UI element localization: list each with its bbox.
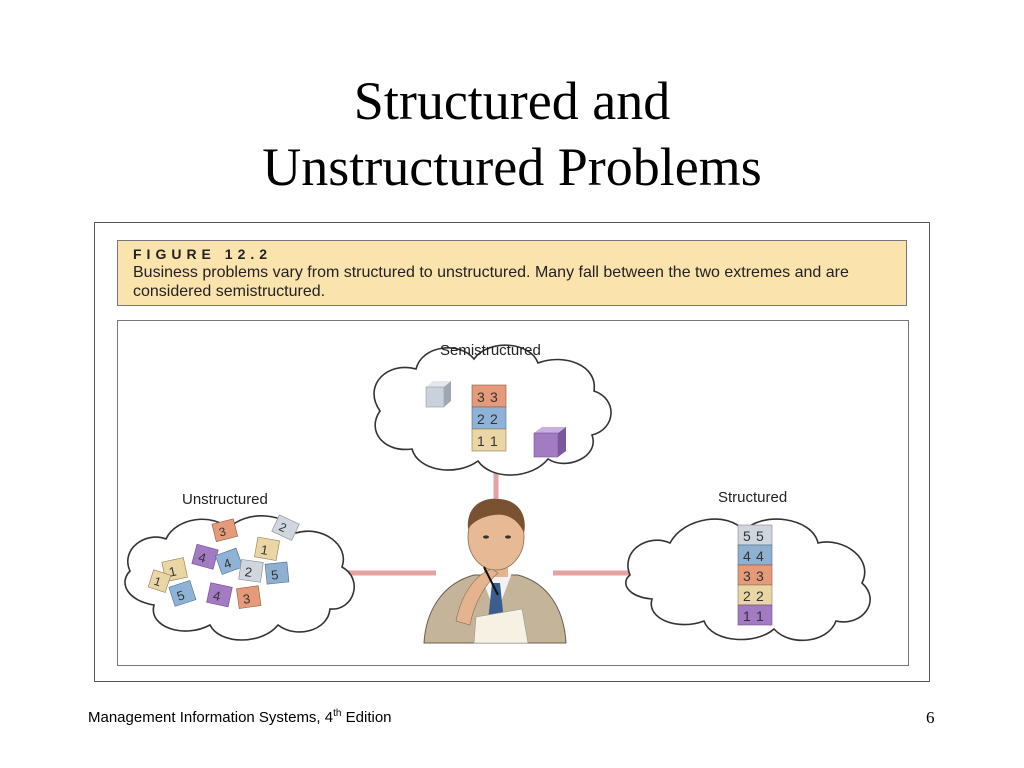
struct-block-3-label: 3 (743, 568, 751, 584)
semi-block-1 (471, 428, 507, 452)
figure-caption: Business problems vary from structured t… (133, 264, 849, 300)
struct-block-5-label: 5 (743, 528, 751, 544)
semi-block-2-label: 2 (477, 411, 485, 427)
figure-caption-box: FIGURE 12.2 Business problems vary from … (117, 240, 907, 306)
struct-block-2-label-b: 2 (756, 588, 764, 604)
title-line-2: Unstructured Problems (262, 137, 762, 197)
unstr-block-a: 1 (168, 564, 178, 580)
semistructured-block-stack: 3 3 2 2 1 1 (471, 384, 507, 452)
semi-block-3-label-b: 3 (490, 389, 498, 405)
semi-block-1-label-b: 1 (490, 433, 498, 449)
struct-block-1-label: 1 (743, 608, 751, 624)
problem-types-diagram: Semistructured Unstructured Structured 3… (124, 342, 871, 644)
footer-book-prefix: Management Information Systems, 4 (88, 709, 334, 726)
footer-book-sup: th (333, 708, 342, 719)
unstr-block-i: 5 (175, 587, 187, 604)
structured-label: Structured (718, 489, 787, 506)
semistructured-label: Semistructured (440, 342, 541, 359)
unstr-block-f: 1 (260, 542, 270, 558)
semistructured-purple-cube (533, 427, 566, 458)
unstructured-label: Unstructured (182, 491, 268, 508)
unstr-block-k: 3 (242, 591, 251, 607)
unstr-block-l: 1 (152, 574, 163, 589)
diagram-box: Semistructured Unstructured Structured 3… (117, 320, 909, 666)
figure-frame: FIGURE 12.2 Business problems vary from … (94, 222, 930, 682)
unstr-block-g: 3 (218, 524, 228, 539)
unstr-block-e: 5 (270, 567, 279, 583)
footer-book-suffix: Edition (341, 709, 392, 726)
footer-book-title: Management Information Systems, 4th Edit… (88, 708, 392, 726)
semistructured-grey-cube (425, 381, 451, 408)
structured-block-stack: 5 5 4 4 3 3 2 2 1 1 (737, 524, 773, 626)
semi-block-1-label: 1 (477, 433, 485, 449)
struct-block-4-label: 4 (743, 548, 751, 564)
unstr-block-d: 2 (244, 564, 253, 580)
page-number: 6 (926, 708, 935, 727)
title-line-1: Structured and (353, 71, 671, 131)
thinking-businessman-illustration (423, 498, 567, 644)
struct-block-3-label-b: 3 (756, 568, 764, 584)
slide-title: Structured and Unstructured Problems (0, 68, 1024, 200)
unstr-block-b: 4 (197, 549, 208, 565)
struct-block-2-label: 2 (743, 588, 751, 604)
unstructured-block-pile: 1 4 4 2 5 1 3 2 5 4 3 1 (147, 514, 300, 609)
figure-label: FIGURE 12.2 (133, 246, 273, 262)
struct-block-1-label-b: 1 (756, 608, 764, 624)
struct-block-1 (737, 604, 773, 626)
unstr-block-j: 4 (212, 588, 222, 604)
unstr-block-c: 4 (221, 555, 233, 572)
struct-block-4-label-b: 4 (756, 548, 764, 564)
semi-block-3-label: 3 (477, 389, 485, 405)
semi-block-2-label-b: 2 (490, 411, 498, 427)
struct-block-5-label-b: 5 (756, 528, 764, 544)
